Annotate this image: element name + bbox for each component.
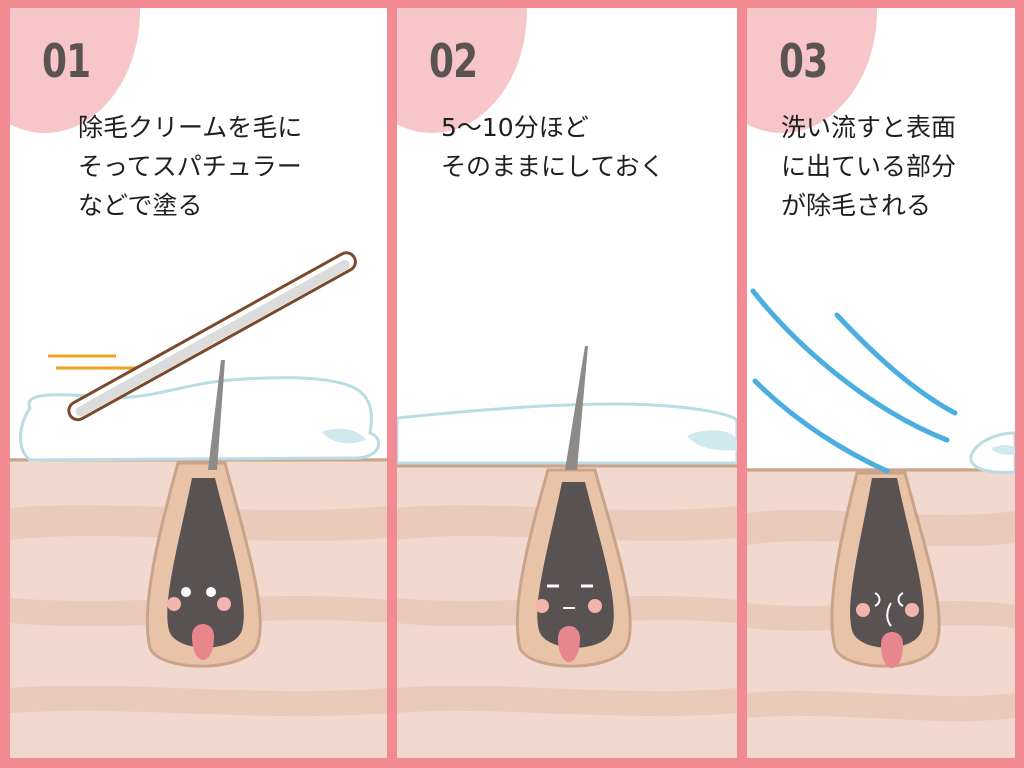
step-number: 02 [429,34,478,88]
caption-line: そのままにしておく [441,152,665,181]
caption-line: が除毛される [781,191,932,220]
skin-band [747,690,1015,722]
step-2-panel: 02 5〜10分ほど そのままにしておく [397,8,737,758]
cheek [856,603,870,617]
caption-line: 洗い流すと表面 [781,113,957,142]
cheek [905,603,919,617]
caption-line: 除毛クリームを毛に [78,113,303,142]
step-1-panel: 01 除毛クリームを毛に そってスパチュラー などで塗る [10,8,387,758]
caption-line: 5〜10分ほど [441,113,589,142]
water-stream [750,288,950,443]
eye-left [874,592,881,607]
step-1-illustration [10,251,387,758]
caption-line: などで塗る [78,191,203,220]
hair-root [850,478,924,648]
water-stream [752,378,890,474]
water-stream [834,312,958,416]
step-caption: 5〜10分ほど そのままにしておく [441,108,665,186]
mouth [886,602,892,627]
eye-left [181,587,191,597]
step-2-illustration [397,346,737,758]
hair-shaft [565,346,588,470]
cheek [167,597,181,611]
caption-line: そってスパチュラー [78,152,302,181]
cream-highlight [322,428,366,444]
skin-band [10,685,387,717]
cream-remnant [969,431,1015,474]
step-3-panel: 03 洗い流すと表面 に出ている部分 が除毛される [747,8,1015,758]
step-number: 01 [42,34,91,88]
eye-right [897,592,904,607]
cheek [535,599,549,613]
eye-right [206,587,216,597]
cream-highlight [991,445,1015,455]
tongue [192,624,214,660]
step-3-illustration [747,288,1015,758]
cheek [588,599,602,613]
step-caption: 除毛クリームを毛に そってスパチュラー などで塗る [78,108,302,225]
cream-highlight [687,430,737,451]
tongue [558,626,580,662]
hair-shaft [208,360,225,470]
caption-line: に出ている部分 [781,152,957,181]
step-number: 03 [779,34,828,88]
tongue [881,632,903,668]
spatula [67,251,357,422]
skin-band [397,685,737,717]
cheek [217,597,231,611]
step-caption: 洗い流すと表面 に出ている部分 が除毛される [781,108,956,225]
cream-layer [397,402,737,465]
